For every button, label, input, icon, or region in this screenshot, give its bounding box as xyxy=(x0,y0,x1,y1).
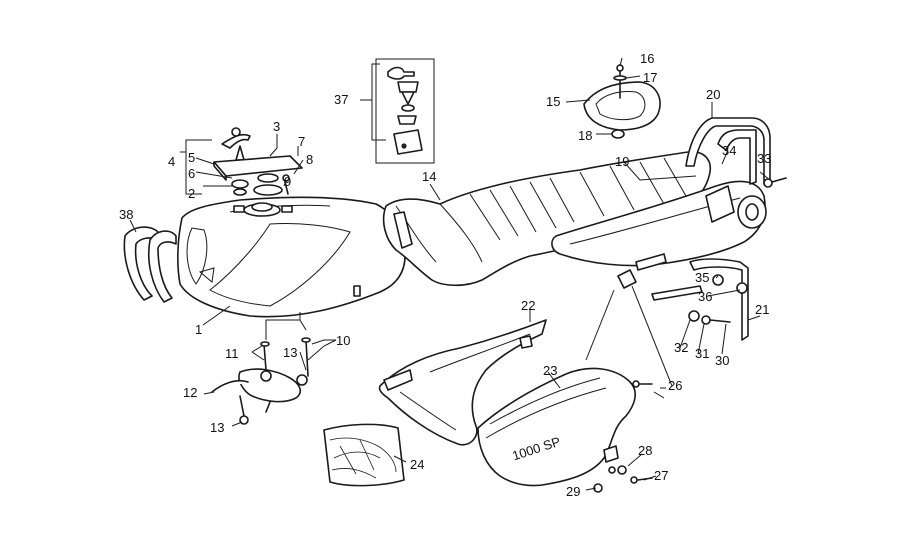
callout-11: 11 xyxy=(225,346,239,361)
callout-38: 38 xyxy=(119,207,133,222)
callout-12: 12 xyxy=(183,385,197,400)
callout-34: 34 xyxy=(722,143,736,158)
seat-support-tail xyxy=(551,180,767,267)
fuel-tap-hoses xyxy=(211,337,311,425)
callout-15: 15 xyxy=(546,94,560,109)
callout-24: 24 xyxy=(410,457,424,472)
callout-5: 5 xyxy=(188,150,195,165)
callout-35: 35 xyxy=(695,270,709,285)
ignition-lock-kit xyxy=(375,58,435,164)
callout-27: 27 xyxy=(654,468,668,483)
callout-7: 7 xyxy=(298,134,305,149)
callout-labels: 3 7 8 9 5 4 6 2 38 1 37 14 15 16 17 18 2… xyxy=(119,51,771,499)
callout-19: 19 xyxy=(615,154,629,169)
callout-22: 22 xyxy=(521,298,535,313)
right-side-panel: 1000 SP xyxy=(477,367,637,487)
callout-8: 8 xyxy=(306,152,313,167)
callout-6: 6 xyxy=(188,166,195,181)
callout-9: 9 xyxy=(284,174,291,189)
callout-14: 14 xyxy=(422,169,436,184)
callout-32: 32 xyxy=(674,340,688,355)
knee-grip-trim xyxy=(123,226,177,303)
callout-29: 29 xyxy=(566,484,580,499)
tank-cover xyxy=(323,423,405,487)
seat xyxy=(382,150,712,287)
callout-28: 28 xyxy=(638,443,652,458)
fuel-tank xyxy=(177,196,406,318)
leader-lines xyxy=(129,57,771,491)
callout-37: 37 xyxy=(334,92,348,107)
left-side-panel xyxy=(378,319,547,446)
callout-18: 18 xyxy=(578,128,592,143)
callout-4: 4 xyxy=(168,154,175,169)
callout-10: 10 xyxy=(336,333,350,348)
callout-16: 16 xyxy=(640,51,654,66)
callout-3: 3 xyxy=(273,119,280,134)
callout-13-top: 13 xyxy=(283,345,297,360)
callout-33: 33 xyxy=(757,151,771,166)
rear-bracket xyxy=(617,253,749,341)
callout-13-bottom: 13 xyxy=(210,420,224,435)
filler-cap-assembly xyxy=(213,127,303,196)
callout-26: 26 xyxy=(668,378,682,393)
screw-33 xyxy=(763,177,787,188)
callout-36: 36 xyxy=(698,289,712,304)
callout-31: 31 xyxy=(695,346,709,361)
callout-1: 1 xyxy=(195,322,202,337)
callout-23: 23 xyxy=(543,363,557,378)
callout-21: 21 xyxy=(755,302,769,317)
callout-20: 20 xyxy=(706,87,720,102)
callout-2: 2 xyxy=(188,186,195,201)
callout-17: 17 xyxy=(643,70,657,85)
callout-30: 30 xyxy=(715,353,729,368)
